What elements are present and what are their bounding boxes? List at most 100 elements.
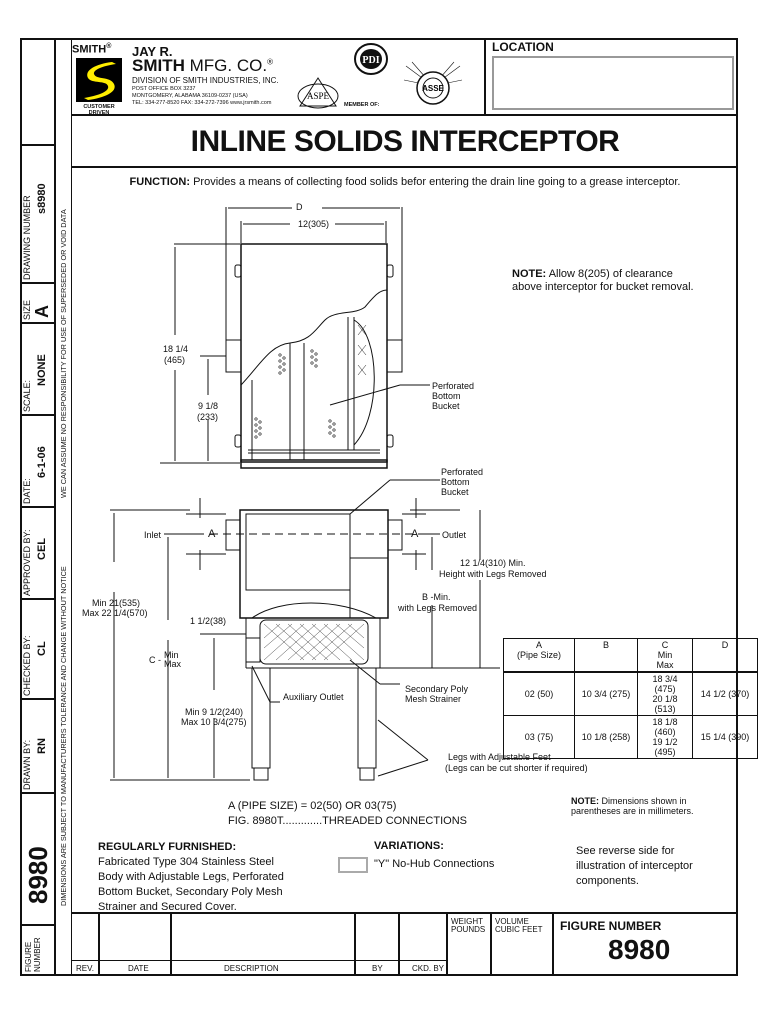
cell-c-min: 18 1/8 (460) [652,717,678,737]
checked-by-cell: CHECKED BY: CL [20,600,54,700]
drawn-by-label: DRAWN BY: [22,739,32,790]
pdi-logo-icon: PDI [354,43,388,75]
callout-line: Bottom [441,477,470,487]
company-name-line2: SMITH MFG. CO.® [132,56,273,76]
size-label: SIZE [22,299,32,320]
volume-cell: VOLUME CUBIC FEET [492,914,554,976]
callout-line: Bottom [432,391,461,401]
header-a-line2: (Pipe Size) [516,650,561,660]
revision-block: REV. DATE DESCRIPTION BY CKD. BY WEIGHT … [72,912,738,976]
b-min-label2: with Legs Removed [398,603,478,613]
member-of-label: MEMBER OF: [344,102,380,108]
disclaimer-top: WE CAN ASSUME NO RESPONSIBILITY FOR USE … [59,209,68,498]
checked-by-label: CHECKED BY: [22,635,32,696]
a-right-label: A [411,528,419,540]
brand-text: SMITH [72,43,107,56]
header-c-line1: C [661,640,669,650]
company-header: SMITH® CUSTOMER DRIVEN JAY R. SMITH MFG.… [72,38,484,116]
title-bar: INLINE SOLIDS INTERCEPTOR [72,116,738,168]
furnished-line: Fabricated Type 304 Stainless Steel [98,856,274,868]
figure-label-cell: FIGURE NUMBER [20,926,54,974]
rev-column [72,914,100,976]
function-statement: FUNCTION: Provides a means of collecting… [72,176,738,188]
header-d: D [692,638,758,673]
date-label: DATE: [22,478,32,504]
function-text: Provides a means of collecting food soli… [193,176,681,188]
svg-text:ASPE: ASPE [307,91,330,101]
callout-line: Bucket [441,487,469,497]
weight-label2: POUNDS [451,925,486,934]
location-field[interactable] [492,56,734,110]
header-a: A(Pipe Size) [503,638,575,673]
cell-d: 14 1/2 (370) [692,671,758,716]
aux-dim-label: 1 1/2(38) [190,616,227,626]
figure-number-label: FIGURE NUMBER [560,919,662,933]
reverse-note-line: components. [576,875,639,887]
mm-note: NOTE: Dimensions shown in parentheses ar… [571,796,694,816]
cell-a: 02 (50) [503,671,575,716]
description-header: DESCRIPTION [224,964,279,973]
asse-logo-icon: ASSE [403,61,463,105]
weight-label1: WEIGHT [451,917,483,926]
strip-blank-top [20,38,54,146]
approved-by-cell: APPROVED BY: CEL [20,508,54,600]
mm-note-label: NOTE: [571,796,599,806]
variations-label: VARIATIONS: [374,840,444,852]
approved-by-value: CEL [36,538,48,560]
overall-min-label: Min 21(535) [92,598,141,608]
checked-by-value: CL [36,641,48,656]
figure-strip-value: 8980 [23,846,53,904]
callout-line: Perforated [432,381,475,391]
cell-c-min: 18 3/4 (475) [652,674,678,694]
figure-strip-cell: 8980 [20,794,54,926]
company-registered: ® [267,57,273,67]
date-column [100,914,172,976]
header-c-line3: Max [656,660,674,670]
company-name-line1: JAY R. [132,44,173,59]
cell-c: 18 3/4 (475)20 1/8 (513) [637,671,693,716]
location-block: LOCATION [484,38,738,116]
volume-label1: VOLUME [495,917,529,926]
callout-line: Bucket [432,401,460,411]
table-row: 03 (75) 10 1/8 (258) 18 1/8 (460)19 1/2 … [503,715,758,759]
scale-cell: SCALE: NONE [20,324,54,416]
c-label: C - [149,655,161,665]
dim-d-label: D [296,202,303,212]
function-label: FUNCTION: [129,176,191,188]
smith-s-icon [84,62,116,100]
disclaimer-strip: WE CAN ASSUME NO RESPONSIBILITY FOR USE … [56,38,72,976]
reverse-note-line: See reverse side for [576,845,675,857]
callout-bucket-side: Perforated Bottom Bucket [441,467,483,497]
header-b-line1: B [602,640,609,650]
cell-a: 03 (75) [503,715,575,759]
address-line2: MONTGOMERY, ALABAMA 36109-0237 (USA) [132,93,248,99]
disclaimer-bottom: DIMENSIONS ARE SUBJECT TO MANUFACTURERS … [59,566,68,906]
dim-inlet-height-mm: (233) [197,412,219,422]
reverse-note-line: illustration of interceptor [576,860,693,872]
brand-name: SMITH® [72,43,111,56]
furnished-label: REGULARLY FURNISHED: [98,841,237,853]
mm-note-text: Dimensions shown in [601,796,687,806]
height-min-label2: Height with Legs Removed [439,569,547,579]
description-column [172,914,356,976]
strainer-label: Secondary Poly Mesh Strainer [405,684,468,704]
clearance-note: NOTE: Allow 8(205) of clearance above in… [512,268,694,294]
company-name-bold: SMITH [132,56,185,75]
svg-text:ASSE: ASSE [422,84,444,93]
dim-width-label: 12(305) [298,219,330,229]
no-hub-checkbox[interactable] [338,857,368,873]
page-title: INLINE SOLIDS INTERCEPTOR [190,125,620,158]
approved-by-label: APPROVED BY: [22,529,32,596]
size-cell: SIZE A [20,284,54,324]
ckd-by-column [400,914,448,976]
company-name-rest: MFG. CO. [189,56,268,75]
figure-number-value: 8980 [608,934,671,965]
drawing-number-cell: DRAWING NUMBER s8980 [20,146,54,284]
header-a-line1: A [535,640,542,650]
smith-logo [76,58,122,102]
date-header: DATE [128,964,149,973]
date-value: 6-1-06 [36,446,48,478]
